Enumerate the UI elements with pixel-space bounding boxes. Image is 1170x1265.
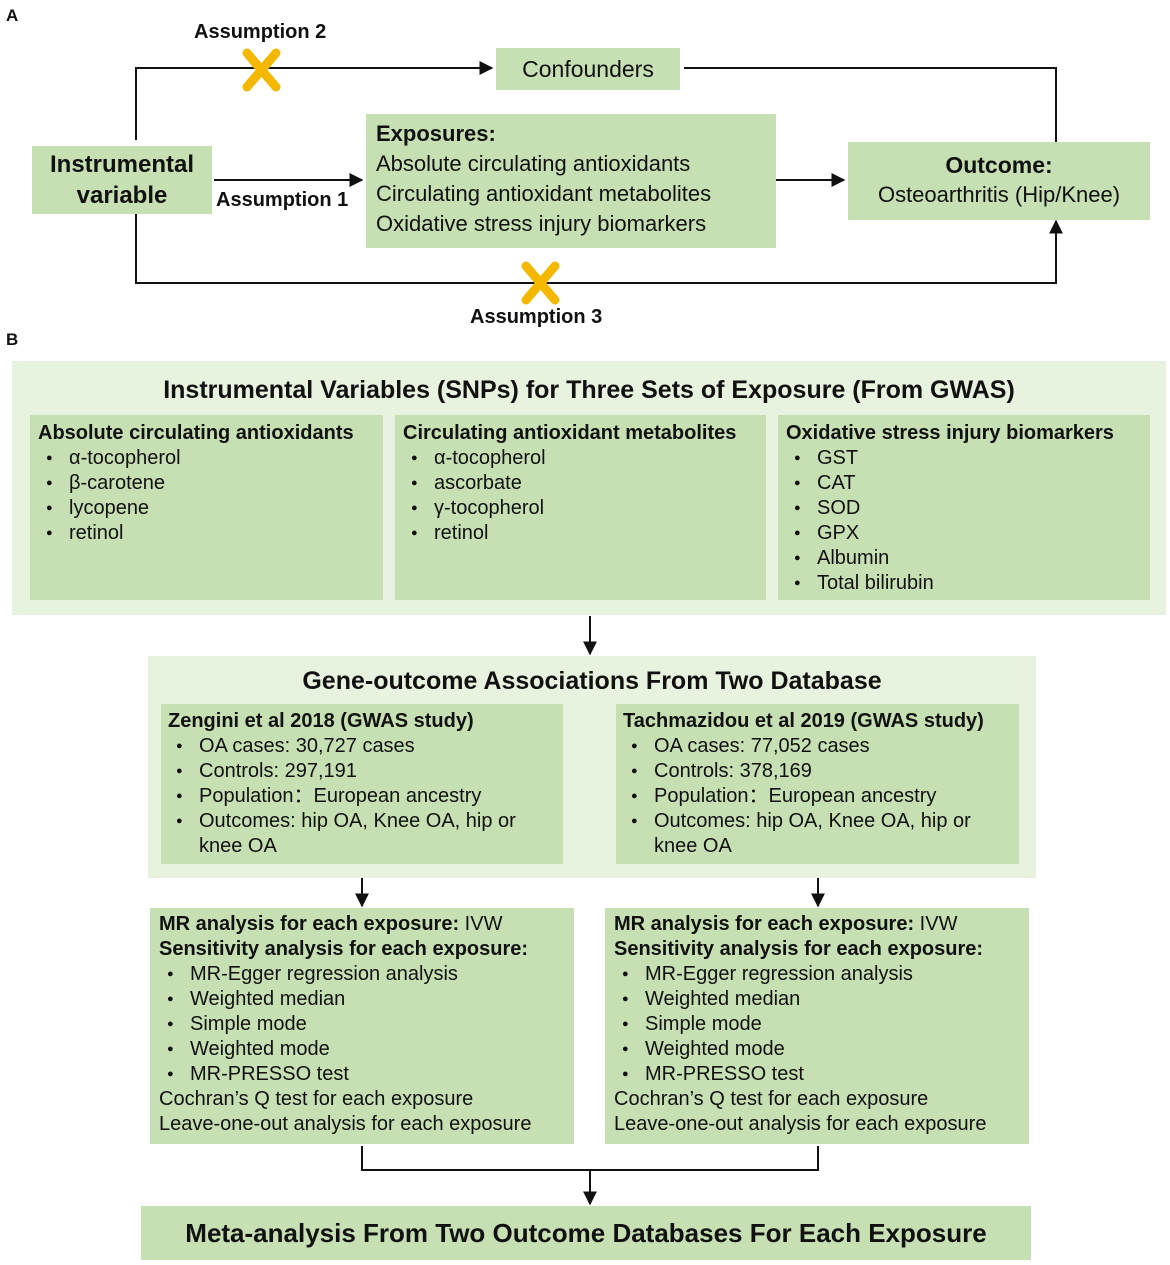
meta-analysis-title: Meta-analysis From Two Outcome Databases…	[185, 1218, 987, 1248]
extra-test: Cochran’s Q test for each exposure	[614, 1088, 929, 1110]
arrow-iv-to-confounders	[135, 61, 494, 140]
list-item: GST	[786, 446, 1150, 471]
sensitivity-label: Sensitivity analysis for each exposure:	[159, 938, 529, 960]
list-item: Outcomes: hip OA, Knee OA, hip or knee O…	[623, 809, 994, 859]
iv-group-title: Oxidative stress injury biomarkers	[786, 422, 1114, 444]
iv-group-list: α-tocopherol β-carotene lycopene retinol	[38, 446, 383, 546]
list-item: Controls: 297,191	[168, 759, 563, 784]
list-item: lycopene	[38, 496, 383, 521]
list-item: β-carotene	[38, 471, 383, 496]
confounders-box: Confounders	[496, 48, 680, 90]
list-item: Population：European ancestry	[623, 784, 1019, 809]
outcome-title: Outcome:	[945, 152, 1053, 178]
mr-label: MR analysis for each exposure:	[159, 913, 460, 935]
mr-label: MR analysis for each exposure:	[614, 913, 915, 935]
iv-group-absolute: Absolute circulating antioxidants α-toco…	[30, 415, 383, 600]
list-item: retinol	[38, 521, 383, 546]
extra-test: Leave-one-out analysis for each exposure	[159, 1113, 532, 1135]
database-zengini: Zengini et al 2018 (GWAS study) OA cases…	[161, 704, 563, 864]
list-item: ascorbate	[403, 471, 766, 496]
list-item: GPX	[786, 521, 1150, 546]
cross-mark-icon	[521, 261, 560, 305]
extra-test: Leave-one-out analysis for each exposure	[614, 1113, 987, 1135]
assumption-3-label: Assumption 3	[470, 306, 603, 328]
list-item: γ-tocopherol	[403, 496, 766, 521]
sensitivity-list: MR-Egger regression analysis Weighted me…	[614, 962, 1029, 1087]
sensitivity-list: MR-Egger regression analysis Weighted me…	[159, 962, 574, 1087]
list-item: Simple mode	[159, 1012, 574, 1037]
list-item: Controls: 378,169	[623, 759, 1019, 784]
database-list: OA cases: 77,052 cases Controls: 378,169…	[623, 734, 1019, 859]
iv-group-biomarkers: Oxidative stress injury biomarkers GST C…	[778, 415, 1150, 600]
list-item: Population：European ancestry	[168, 784, 563, 809]
list-item: Weighted mode	[159, 1037, 574, 1062]
assumption-1-label: Assumption 1	[216, 189, 349, 211]
line-confounders-to-outcome	[684, 67, 1057, 142]
merge-line	[361, 1146, 819, 1171]
exposure-item: Absolute circulating antioxidants	[376, 151, 691, 176]
exposures-title: Exposures:	[376, 121, 496, 146]
exposure-item: Oxidative stress injury biomarkers	[376, 211, 707, 236]
iv-group-title: Absolute circulating antioxidants	[38, 422, 354, 444]
confounders-label: Confounders	[522, 56, 654, 82]
database-title: Zengini et al 2018 (GWAS study)	[168, 710, 474, 732]
panel-a-label: A	[6, 6, 19, 25]
list-item: Simple mode	[614, 1012, 1029, 1037]
panel-b-label: B	[6, 330, 19, 349]
list-item: MR-PRESSO test	[614, 1062, 1029, 1087]
database-list: OA cases: 30,727 cases Controls: 297,191…	[168, 734, 563, 859]
list-item: Weighted mode	[614, 1037, 1029, 1062]
iv-line-2: variable	[76, 182, 168, 209]
list-item: MR-Egger regression analysis	[159, 962, 574, 987]
iv-panel-title: Instrumental Variables (SNPs) for Three …	[163, 376, 1015, 404]
outcome-box: Outcome: Osteoarthritis (Hip/Knee)	[848, 142, 1150, 220]
list-item: Outcomes: hip OA, Knee OA, hip or knee O…	[168, 809, 539, 859]
exposures-box: Exposures: Absolute circulating antioxid…	[366, 114, 776, 248]
iv-group-metabolites: Circulating antioxidant metabolites α-to…	[395, 415, 766, 600]
gene-outcome-title: Gene-outcome Associations From Two Datab…	[302, 667, 882, 695]
list-item: α-tocopherol	[38, 446, 383, 471]
mr-method: IVW	[914, 913, 958, 935]
iv-group-list: GST CAT SOD GPX Albumin Total bilirubin	[786, 446, 1150, 596]
list-item: MR-PRESSO test	[159, 1062, 574, 1087]
iv-group-title: Circulating antioxidant metabolites	[403, 422, 737, 444]
list-item: retinol	[403, 521, 766, 546]
cross-mark-icon	[242, 48, 281, 92]
iv-group-list: α-tocopherol ascorbate γ-tocopherol reti…	[403, 446, 766, 546]
extra-test: Cochran’s Q test for each exposure	[159, 1088, 474, 1110]
list-item: α-tocopherol	[403, 446, 766, 471]
mr-analysis-box-2: MR analysis for each exposure: IVW Sensi…	[605, 908, 1029, 1144]
arrow-iv-to-outcome	[135, 212, 1063, 284]
instrumental-variable-box: Instrumental variable	[32, 146, 212, 214]
sensitivity-label: Sensitivity analysis for each exposure:	[614, 938, 984, 960]
list-item: CAT	[786, 471, 1150, 496]
assumption-2-label: Assumption 2	[194, 21, 327, 43]
mr-analysis-box-1: MR analysis for each exposure: IVW Sensi…	[150, 908, 574, 1144]
iv-line-1: Instrumental	[49, 151, 195, 178]
list-item: Weighted median	[159, 987, 574, 1012]
list-item: Albumin	[786, 546, 1150, 571]
list-item: OA cases: 77,052 cases	[623, 734, 1019, 759]
meta-analysis-box: Meta-analysis From Two Outcome Databases…	[141, 1206, 1031, 1260]
database-tachmazidou: Tachmazidou et al 2019 (GWAS study) OA c…	[616, 704, 1019, 864]
list-item: Weighted median	[614, 987, 1029, 1012]
exposure-item: Circulating antioxidant metabolites	[376, 181, 712, 206]
list-item: MR-Egger regression analysis	[614, 962, 1029, 987]
list-item: Total bilirubin	[786, 571, 1150, 596]
outcome-text: Osteoarthritis (Hip/Knee)	[877, 182, 1121, 207]
database-title: Tachmazidou et al 2019 (GWAS study)	[623, 710, 984, 732]
list-item: SOD	[786, 496, 1150, 521]
mr-method: IVW	[459, 913, 503, 935]
list-item: OA cases: 30,727 cases	[168, 734, 563, 759]
